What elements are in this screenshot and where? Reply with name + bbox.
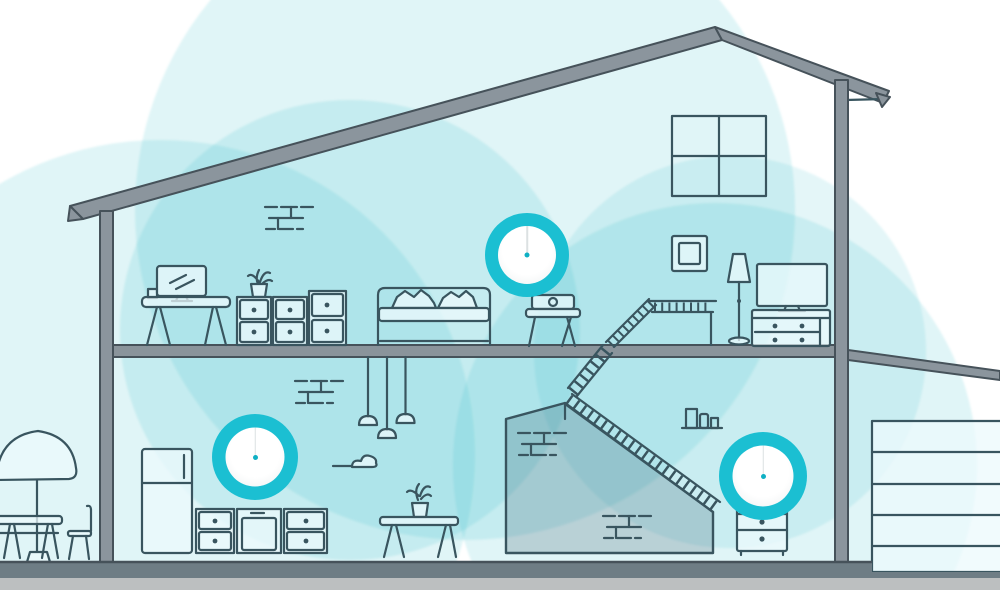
- mattress: [377, 306, 491, 323]
- patio-umbrella: [0, 429, 78, 564]
- lamp-shade: [726, 252, 752, 284]
- deco-body: [498, 226, 556, 284]
- pendant-lamps: [357, 355, 416, 440]
- bed: [376, 286, 492, 347]
- deco-body: [732, 445, 794, 507]
- deco-status-dot: [252, 454, 258, 460]
- dresser-with-plant: [235, 268, 348, 347]
- tv-screen: [755, 262, 829, 308]
- kitchen-cabinets: [194, 507, 329, 555]
- pillow: [390, 288, 438, 310]
- deco-hallway: [719, 432, 807, 520]
- sleeping-cat: [331, 454, 378, 469]
- side-table-with-device: [524, 293, 582, 348]
- ground: [0, 560, 1000, 590]
- deco-seam: [762, 445, 764, 476]
- tv-on-cabinet: [750, 262, 832, 348]
- deco-status-dot: [524, 252, 530, 258]
- deco-upstairs: [485, 213, 569, 297]
- pillow: [436, 289, 479, 310]
- deco-status-dot: [760, 473, 766, 479]
- plant-table: [378, 482, 460, 559]
- deco-seam: [526, 226, 528, 255]
- under-stair-closet: [504, 401, 715, 555]
- picture-frame: [670, 234, 709, 273]
- wall-shelf-items: [680, 407, 724, 430]
- window: [670, 114, 768, 198]
- fridge: [140, 447, 194, 555]
- second-floor-slab: [112, 344, 836, 358]
- deco-body: [225, 427, 285, 487]
- desk-top: [140, 295, 232, 309]
- patio-chair: [66, 504, 93, 561]
- upstairs-railing: [604, 297, 718, 349]
- garage-roof: [847, 349, 1000, 381]
- deco-seam: [254, 427, 256, 457]
- patio-table: [0, 514, 64, 560]
- desk-with-monitor: [140, 264, 232, 347]
- staircase-railing: [563, 343, 722, 514]
- deco-kitchen: [212, 414, 298, 500]
- oven: [235, 507, 283, 555]
- floor-lamp: [726, 252, 752, 346]
